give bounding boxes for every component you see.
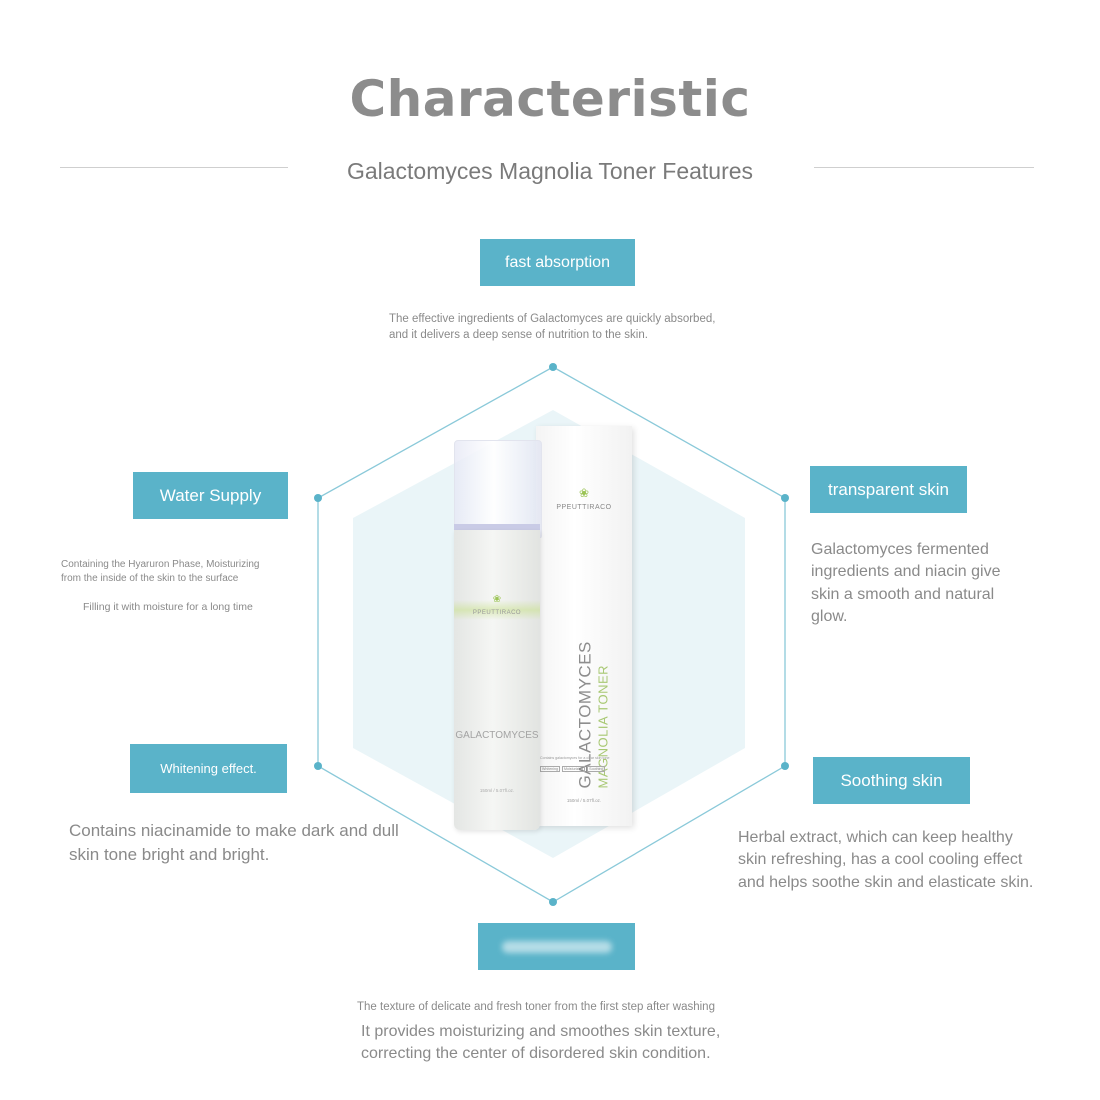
node-dot-left-bottom (314, 762, 322, 770)
desc-transparent-skin: Galactomyces fermented ingredients and n… (811, 541, 1001, 626)
box-logo-icon: ❀ (578, 486, 590, 500)
divider-left (60, 167, 288, 168)
bottle-cap-ring (454, 524, 540, 530)
divider-right (814, 167, 1034, 168)
page-title: Characteristic (349, 70, 751, 128)
bottle-cap (454, 440, 542, 538)
box-tags: Whitening Moisturizing Soothing (540, 766, 630, 772)
box-name-line2: MAGNOLIA TONER (595, 664, 611, 789)
box-product-name: GALACTOMYCES MAGNOLIA TONER (575, 559, 611, 789)
bottle-product-name: GALACTOMYCES (455, 730, 539, 741)
box-name-line1: GALACTOMYCES (575, 641, 595, 789)
desc-water-supply-1: Containing the Hyaruron Phase, Moisturiz… (61, 559, 260, 584)
desc-fast-absorption: The effective ingredients of Galactomyce… (389, 313, 716, 341)
node-dot-right-top (781, 494, 789, 502)
tag-soothing-skin: Soothing skin (813, 757, 970, 804)
tag-fast-absorption: fast absorption (480, 239, 635, 286)
product-illustration: ❀ PPEUTTIRACO GALACTOMYCES MAGNOLIA TONE… (450, 420, 650, 850)
node-dot-left-top (314, 494, 322, 502)
node-dot-right-bottom (781, 762, 789, 770)
box-tag-moisturizing: Moisturizing (561, 766, 586, 772)
tag-whitening-effect: Whitening effect. (130, 744, 287, 793)
product-box: ❀ PPEUTTIRACO GALACTOMYCES MAGNOLIA TONE… (536, 426, 632, 826)
bottle-liquid-glow (454, 600, 540, 620)
bottle-body: ❀ PPEUTTIRACO GALACTOMYCES 150ml / 5.07f… (454, 530, 540, 830)
node-dot-top (549, 363, 557, 371)
box-tag-soothing: Soothing (587, 766, 606, 772)
desc-bottom-2: It provides moisturizing and smoothes sk… (361, 1023, 721, 1063)
tag-transparent-skin: transparent skin (810, 466, 967, 513)
bottle-logo-icon: ❀ (492, 594, 502, 605)
tag-bottom-feature (478, 923, 635, 970)
desc-whitening-effect: Contains niacinamide to make dark and du… (69, 821, 399, 864)
desc-soothing-skin: Herbal extract, which can keep healthy s… (738, 829, 1034, 891)
box-tag-whitening: Whitening (540, 766, 560, 772)
desc-water-supply-2: Filling it with moisture for a long time (83, 601, 253, 613)
box-brand: PPEUTTIRACO (556, 504, 612, 511)
desc-bottom-1: The texture of delicate and fresh toner … (357, 1001, 715, 1013)
node-dot-bottom (549, 898, 557, 906)
box-tagline: Contains galactomyces for a clear skin t… (540, 756, 610, 760)
bottle-volume: 150ml / 5.07fl.oz. (479, 788, 515, 793)
box-volume: 150ml / 5.07fl.oz. (566, 798, 602, 803)
bottle-brand: PPEUTTIRACO (472, 610, 522, 616)
tag-water-supply: Water Supply (133, 472, 288, 519)
page-subtitle: Galactomyces Magnolia Toner Features (346, 158, 754, 184)
tag-bottom-blurred-text (501, 940, 612, 953)
